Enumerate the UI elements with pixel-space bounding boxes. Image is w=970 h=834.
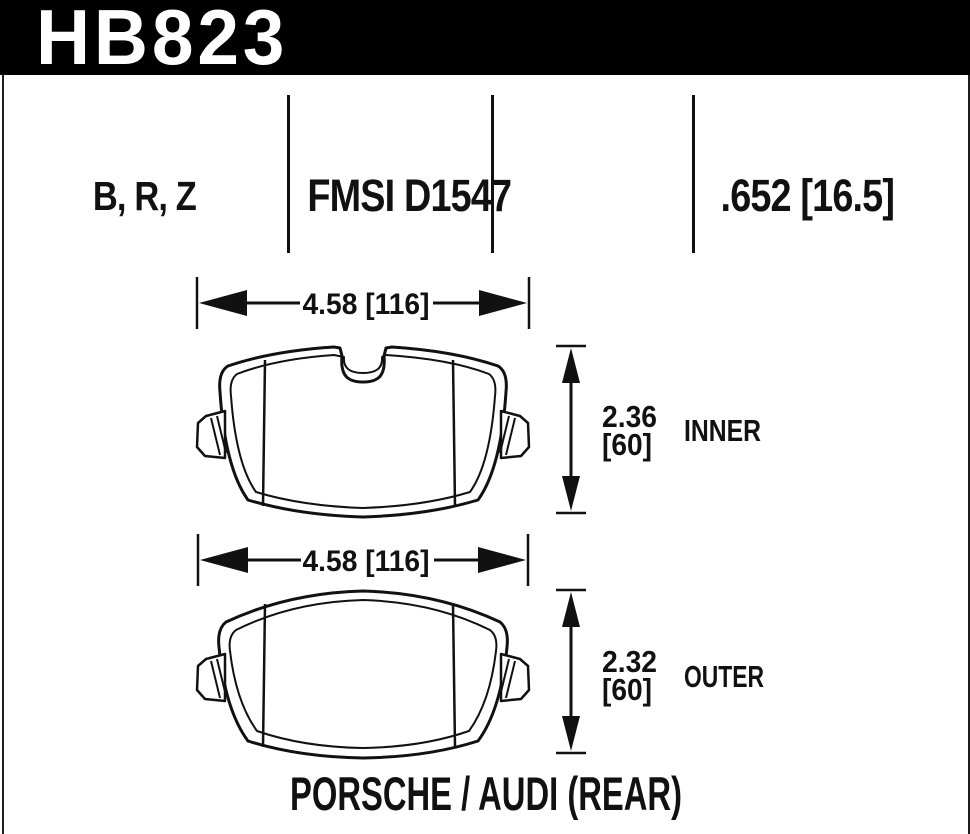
right-border-line bbox=[968, 0, 970, 834]
arrowhead-up-icon bbox=[562, 348, 580, 383]
header-bar: HB823 bbox=[0, 0, 970, 81]
arrowhead-right-icon bbox=[479, 290, 527, 316]
thickness-cell: .652 [16.5] bbox=[693, 173, 921, 218]
outer-width-dimension: 4.58 [116] bbox=[196, 534, 530, 586]
inner-height-mm: [60] bbox=[602, 427, 652, 462]
left-border-line bbox=[2, 0, 4, 834]
inner-width-value: 4.58 [116] bbox=[303, 288, 430, 321]
arrowhead-up-icon bbox=[562, 592, 580, 627]
outer-width-value: 4.58 [116] bbox=[303, 545, 430, 578]
compounds-value: B, R, Z bbox=[92, 173, 196, 219]
outer-height-in: 2.32 bbox=[602, 644, 657, 679]
outer-label: OUTER bbox=[684, 659, 764, 694]
inner-height-in: 2.36 bbox=[602, 399, 657, 434]
arrowhead-down-icon bbox=[562, 716, 580, 751]
info-row: B, R, Z FMSI D1547 .652 [16.5] bbox=[0, 75, 970, 255]
inner-height-dimension: 2.36 [60] INNER bbox=[556, 344, 761, 515]
divider-line-3 bbox=[692, 95, 695, 253]
fmsi-cell: FMSI D1547 bbox=[288, 173, 512, 218]
inner-label: INNER bbox=[684, 413, 761, 448]
compounds-cell: B, R, Z bbox=[0, 176, 288, 217]
inner-width-dimension: 4.58 [116] bbox=[195, 277, 531, 329]
thickness-value: .652 [16.5] bbox=[720, 170, 894, 221]
inner-pad-drawing bbox=[195, 345, 531, 519]
arrowhead-right-icon bbox=[478, 547, 526, 573]
divider-line-2 bbox=[491, 95, 494, 253]
outer-pad-drawing bbox=[195, 589, 531, 760]
part-number: HB823 bbox=[36, 0, 289, 81]
outer-height-dimension: 2.32 [60] OUTER bbox=[556, 588, 764, 755]
divider-line-1 bbox=[287, 95, 290, 253]
arrowhead-left-icon bbox=[199, 290, 247, 316]
arrowhead-left-icon bbox=[200, 547, 248, 573]
fmsi-value: FMSI D1547 bbox=[307, 170, 512, 221]
application-label: PORSCHE / AUDI (REAR) bbox=[290, 767, 682, 820]
arrowhead-down-icon bbox=[562, 476, 580, 511]
outer-height-mm: [60] bbox=[602, 672, 652, 707]
